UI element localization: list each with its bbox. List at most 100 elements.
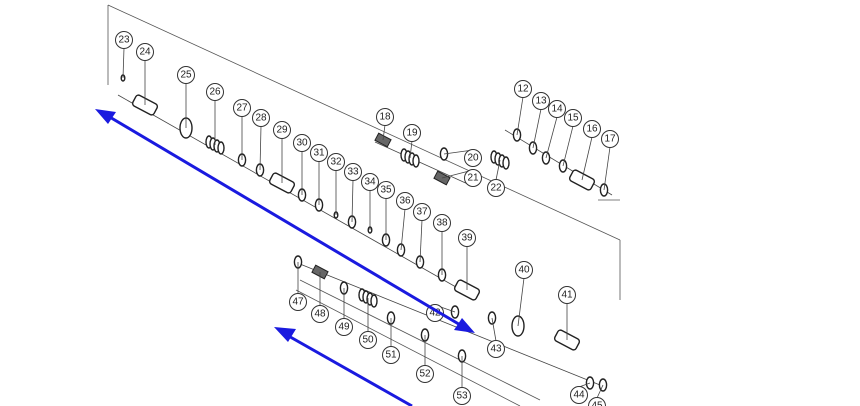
callout-label: 24: [139, 47, 151, 58]
callout-17: 17: [601, 130, 619, 148]
callout-35: 35: [377, 181, 395, 199]
callout-label: 17: [604, 134, 616, 145]
callout-39: 39: [458, 229, 476, 247]
callout-49: 49: [335, 318, 353, 336]
arrowhead-lower-left: [274, 327, 296, 342]
leader-43: [491, 317, 497, 342]
callout-16: 16: [583, 120, 601, 138]
right-axis: [504, 129, 613, 196]
callout-41: 41: [558, 286, 576, 304]
callout-31: 31: [310, 144, 328, 162]
callout-label: 12: [517, 84, 529, 95]
callout-18: 18: [376, 108, 394, 126]
callout-label: 51: [385, 350, 397, 361]
double-arrow-upper: [107, 114, 463, 328]
callout-27: 27: [233, 99, 251, 117]
callout-23: 23: [115, 31, 133, 49]
callout-38: 38: [433, 214, 451, 232]
callout-label: 36: [399, 196, 411, 207]
leader-37: [419, 219, 423, 263]
callout-label: 34: [364, 177, 376, 188]
callout-label: 41: [561, 290, 573, 301]
callout-48: 48: [311, 305, 329, 323]
leader-40: [517, 277, 525, 327]
callout-label: 32: [330, 157, 342, 168]
callout-label: 45: [591, 401, 603, 406]
callout-label: 23: [118, 35, 130, 46]
callout-34: 34: [361, 173, 379, 191]
callout-22: 22: [487, 179, 505, 197]
callout-14: 14: [548, 100, 566, 118]
callout-12: 12: [514, 80, 532, 98]
callout-13: 13: [532, 92, 550, 110]
leader-18: [382, 124, 386, 141]
leader-45: [596, 384, 604, 399]
callout-label: 37: [416, 207, 428, 218]
leader-22: [495, 159, 501, 181]
part-19: [400, 148, 420, 168]
callout-label: 49: [338, 322, 350, 333]
callout-28: 28: [252, 109, 270, 127]
callout-label: 16: [586, 124, 598, 135]
callout-label: 38: [436, 218, 448, 229]
callout-label: 33: [347, 167, 359, 178]
callout-24: 24: [136, 43, 154, 61]
leader-36: [400, 208, 406, 251]
parts-layer: [117, 74, 613, 392]
callout-label: 27: [236, 103, 248, 114]
arrow-lower: [284, 332, 413, 406]
callout-37: 37: [413, 203, 431, 221]
upper-axis: [374, 141, 471, 186]
callout-51: 51: [382, 346, 400, 364]
callout-label: 48: [314, 309, 326, 320]
callout-label: 50: [362, 335, 374, 346]
arrowhead-upper-left: [95, 109, 116, 124]
callout-label: 28: [255, 113, 267, 124]
callout-44: 44: [570, 386, 588, 404]
callout-label: 22: [490, 183, 502, 194]
callout-52: 52: [416, 365, 434, 383]
arrowhead-lower-right: [454, 318, 475, 333]
callout-15: 15: [564, 109, 582, 127]
callout-32: 32: [327, 153, 345, 171]
callout-label: 35: [380, 185, 392, 196]
callout-label: 44: [573, 390, 585, 401]
callout-20: 20: [464, 149, 482, 167]
callout-25: 25: [177, 66, 195, 84]
callout-label: 43: [490, 344, 502, 355]
callout-26: 26: [206, 83, 224, 101]
callout-45: 45: [588, 397, 606, 406]
leader-33: [351, 179, 354, 223]
callout-53: 53: [453, 387, 471, 405]
callout-33: 33: [344, 163, 362, 181]
callout-36: 36: [396, 192, 414, 210]
callout-label: 47: [292, 297, 304, 308]
leader-12: [516, 96, 524, 136]
callout-label: 13: [535, 96, 547, 107]
leader-28: [259, 125, 262, 171]
callout-label: 30: [296, 138, 308, 149]
callout-50: 50: [359, 331, 377, 349]
leader-23: [122, 47, 125, 79]
callout-label: 39: [461, 233, 473, 244]
callout-label: 29: [276, 125, 288, 136]
leader-15: [562, 125, 574, 167]
callout-label: 19: [406, 128, 418, 139]
callout-label: 21: [467, 173, 479, 184]
part-26: [205, 135, 225, 155]
callout-label: 25: [180, 70, 192, 81]
callout-label: 15: [567, 113, 579, 124]
callout-label: 42: [429, 308, 441, 319]
callout-30: 30: [293, 134, 311, 152]
callout-label: 40: [518, 265, 530, 276]
leader-17: [603, 146, 611, 191]
callout-29: 29: [273, 121, 291, 139]
callout-label: 18: [379, 112, 391, 123]
callout-label: 31: [313, 148, 325, 159]
part-22: [490, 150, 510, 170]
leader-lines: [122, 47, 611, 399]
callout-label: 20: [467, 153, 479, 164]
leader-13: [532, 108, 542, 149]
